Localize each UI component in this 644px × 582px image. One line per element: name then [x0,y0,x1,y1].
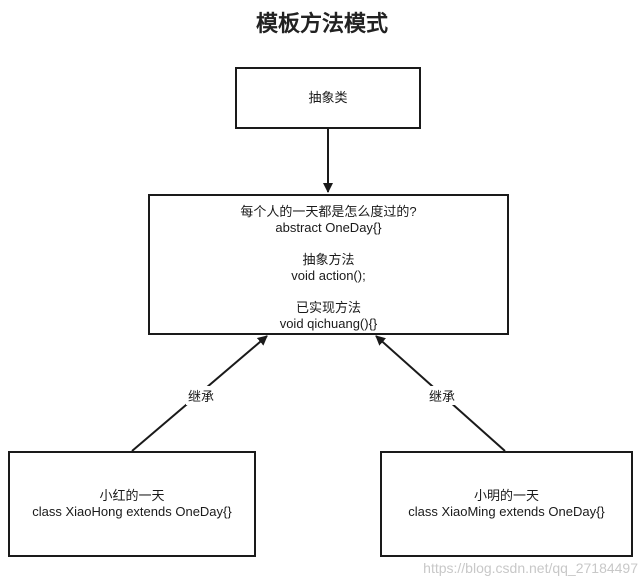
abstract-class-label: 抽象类 [308,90,348,105]
oneday-declaration: abstract OneDay{} [275,220,382,235]
inheritance-label-right: 继承 [427,386,458,405]
xiaohong-node: 小红的一天 class XiaoHong extends OneDay{} [8,451,256,557]
abstract-method-heading: 抽象方法 [302,252,355,267]
diagram-title: 模板方法模式 [255,11,388,36]
xiaoming-node: 小明的一天 class XiaoMing extends OneDay{} [380,451,633,557]
oneday-question: 每个人的一天都是怎么度过的? [240,204,417,219]
watermark: https://blog.csdn.net/qq_27184497 [423,560,638,576]
xiaohong-title: 小红的一天 [99,488,165,503]
xiaohong-declaration: class XiaoHong extends OneDay{} [32,504,232,519]
xiaoming-title: 小明的一天 [473,488,539,503]
abstract-method-signature: void action(); [291,268,366,283]
implemented-method-heading: 已实现方法 [295,300,361,315]
inheritance-label-left: 继承 [186,386,217,405]
abstract-class-node: 抽象类 [235,67,421,129]
implemented-method-signature: void qichuang(){} [279,316,378,331]
xiaoming-declaration: class XiaoMing extends OneDay{} [408,504,605,519]
oneday-node: 每个人的一天都是怎么度过的? abstract OneDay{} 抽象方法 vo… [148,194,509,335]
